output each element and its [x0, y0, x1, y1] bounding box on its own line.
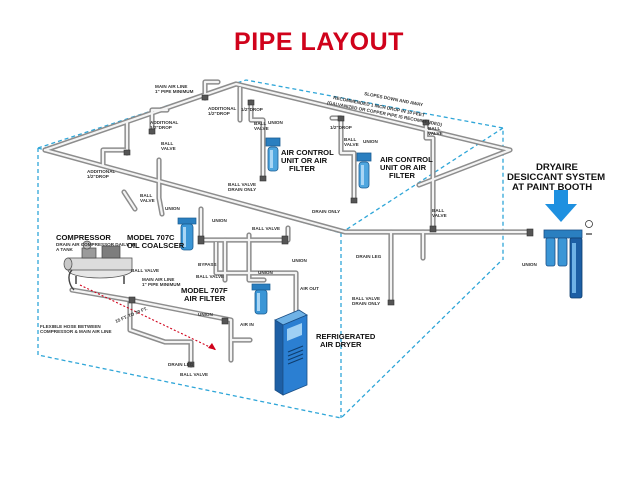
label-drop-top: 1/2"DROP: [241, 107, 263, 112]
label-air-control-right-1: AIR CONTROL: [380, 155, 433, 164]
label-dryaire-2: DESICCANT SYSTEM: [507, 172, 605, 183]
label-additional-drop-3: ADDITIONAL: [87, 169, 116, 174]
label-union-g: UNION: [198, 312, 213, 317]
label-air-in: AIR IN: [240, 322, 254, 327]
label-additional-drop-2: ADDITIONAL: [150, 120, 179, 125]
label-dryaire-3: AT PAINT BOOTH: [512, 182, 592, 193]
label-ball-valve-drain: BALL VALVE: [228, 182, 256, 187]
ball-valve-icon: [422, 119, 430, 126]
air-filter: [251, 283, 271, 315]
union-icon: [526, 228, 534, 237]
label-ball-valve-a2: VALVE: [254, 126, 269, 131]
dryaire-arrow-icon: [545, 190, 577, 222]
label-ball-valve-f2: VALVE: [432, 213, 447, 218]
label-ball-valve-drain-right: BALL VALVE: [352, 296, 380, 301]
label-compressor-sub-2: A TANK: [56, 247, 74, 252]
label-ball-valve-i: BALL VALVE: [131, 268, 159, 273]
ball-valve-icon: [337, 115, 345, 122]
ball-valve-icon: [429, 225, 437, 233]
label-main-air-line-2: MAIN AIR LINE: [142, 277, 175, 282]
label-flexible-hose-2: COMPRESSOR & MAIN AIR LINE: [40, 329, 112, 334]
label-drain-leg: DRAIN LEG: [168, 362, 194, 367]
label-main-air-line-2-sub: 1" PIPE MINIMUM: [142, 282, 181, 287]
label-air-control-left-1: AIR CONTROL: [281, 148, 334, 157]
union-icon: [387, 299, 395, 306]
ball-valve-icon: [148, 128, 156, 135]
label-ball-valve-f: BALL: [432, 208, 444, 213]
label-model-707c-2: OIL COALSCER: [127, 241, 185, 250]
dryaire-desiccant-system: [543, 220, 593, 299]
label-model-707c-1: MODEL 707C: [127, 233, 175, 242]
label-ball-valve-a: BALL: [254, 121, 266, 126]
label-union-e: UNION: [292, 258, 307, 263]
label-additional-drop-1: ADDITIONAL: [208, 106, 237, 111]
label-refrigerated-2: AIR DRYER: [320, 340, 362, 349]
label-drain-only-2: DRAIN ONLY: [352, 301, 380, 306]
page-title: PIPE LAYOUT: [234, 28, 404, 56]
label-air-control-left-2: UNIT OR AIR: [281, 156, 328, 165]
label-drop-right: 1/2"DROP: [330, 125, 352, 130]
label-union-b: UNION: [363, 139, 378, 144]
label-union-f: UNION: [258, 270, 273, 275]
label-ball-valve-c2: VALVE: [344, 142, 359, 147]
ball-valve-icon: [201, 94, 209, 101]
label-model-707f-2: AIR FILTER: [184, 294, 226, 303]
label-union-c: UNION: [165, 206, 180, 211]
label-union-h: UNION: [522, 262, 537, 267]
label-ball-valve-c: BALL: [344, 137, 356, 142]
compressor: [63, 240, 133, 291]
ball-valve-icon: [259, 175, 267, 182]
label-compressor-sub-1: DRAIN AIR COMPRESSOR DAILY. IN: [56, 242, 136, 247]
refrigerated-air-dryer: [274, 309, 308, 396]
label-air-control-right-2: UNIT OR AIR: [380, 163, 427, 172]
label-ball-valve-h: BALL VALVE: [196, 274, 224, 279]
label-ball-valve-g: BALL VALVE: [252, 226, 280, 231]
label-drain-only: DRAIN ONLY: [228, 187, 256, 192]
label-ball-valve-b2: VALVE: [161, 146, 176, 151]
label-main-air-line-sub: 1" PIPE MINIMUM: [155, 89, 194, 94]
union-icon: [221, 317, 229, 325]
label-dryaire-1: DRYAIRE: [536, 162, 579, 173]
label-union-a: UNION: [268, 120, 283, 125]
label-drain-leg-right: DRAIN LEG: [356, 254, 382, 259]
ball-valve-icon: [123, 149, 131, 156]
label-union-d: UNION: [212, 218, 227, 223]
label-ball-valve-d2: VALVE: [428, 131, 443, 136]
label-flexible-hose-1: FLEXIBLE HOSE BETWEEN: [40, 324, 101, 329]
label-air-control-right-3: FILTER: [389, 171, 416, 180]
label-main-air-line: MAIN AIR LINE: [155, 84, 188, 89]
label-refrigerated-1: REFRIGERATED: [316, 332, 376, 341]
oil-coalescer-filter: [177, 217, 197, 251]
label-model-707f-1: MODEL 707F: [181, 286, 228, 295]
air-control-unit-right: [356, 152, 372, 189]
distance-indicator: [79, 284, 217, 351]
ball-valve-icon: [350, 197, 358, 204]
ball-valve-icon: [128, 296, 136, 304]
union-icon: [281, 235, 289, 245]
label-air-out: AIR OUT: [300, 286, 319, 291]
label-bypass: BYPASS: [198, 262, 217, 267]
ball-valve-icon: [247, 99, 255, 106]
label-additional-drop-1b: 1/2"DROP: [208, 111, 230, 116]
label-air-control-left-3: FILTER: [289, 164, 316, 173]
air-control-unit-left: [265, 137, 281, 172]
label-compressor: COMPRESSOR: [56, 233, 111, 242]
label-ball-valve-b: BALL: [161, 141, 173, 146]
label-drain-only-right: DRAIN ONLY: [312, 209, 340, 214]
label-ball-valve-bottom: BALL VALVE: [180, 372, 208, 377]
union-icon: [197, 235, 205, 245]
ball-valve-icon: [187, 361, 195, 368]
label-ball-valve-e: BALL: [140, 193, 152, 198]
label-additional-drop-3b: 1/2"DROP: [87, 174, 109, 179]
label-ball-valve-d: BALL: [428, 126, 440, 131]
label-additional-drop-2b: 1/2"DROP: [150, 125, 172, 130]
label-ball-valve-e2: VALVE: [140, 198, 155, 203]
fittings: [123, 94, 534, 368]
